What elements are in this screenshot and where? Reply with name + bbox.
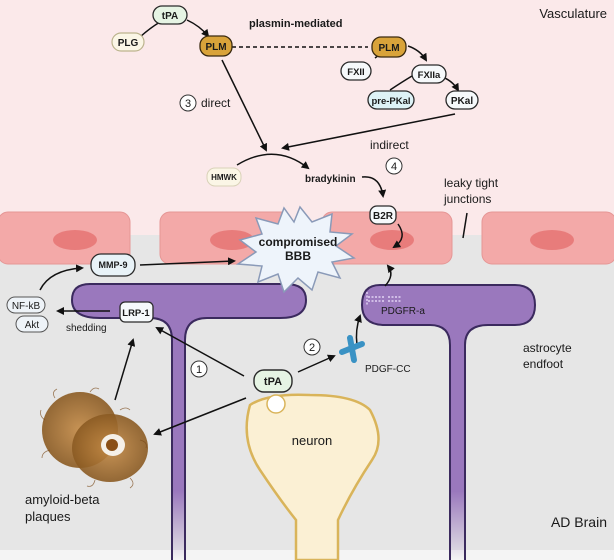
plasmin-mediated-title: plasmin-mediated <box>249 18 343 30</box>
neuron-body <box>245 393 380 560</box>
arrow-plaques-lrp1 <box>114 338 136 401</box>
ad-brain-label: AD Brain <box>551 514 607 530</box>
node-plg: PLG <box>111 32 145 52</box>
astrocyte-endfoot-label-line1: astrocyte <box>523 341 572 355</box>
arrow-pkal-indirect <box>281 113 456 151</box>
arrow-plm-direct <box>221 59 267 152</box>
indirect-label: indirect <box>370 138 409 152</box>
svg-text:PLG: PLG <box>118 38 139 49</box>
arrow-prepkal-fxiia <box>389 75 413 91</box>
svg-text:1: 1 <box>196 364 202 376</box>
step-4-badge: 4 <box>385 157 403 175</box>
svg-text:PLM: PLM <box>205 42 226 53</box>
shedding-label: shedding <box>66 323 107 334</box>
arrow-tpa-pdgfcc <box>297 354 336 373</box>
arrow-plm-fxiia <box>407 45 428 62</box>
node-tpa-brain: tPA <box>253 369 293 393</box>
leaky-junctions-label-line2: junctions <box>443 192 491 206</box>
arrow-pdgfr-bbb <box>384 264 395 287</box>
arrow-nfkb-mmp9 <box>39 264 84 291</box>
arrow-pdgfcc-pdgfr <box>354 314 362 346</box>
endothelial-nucleus <box>53 230 97 250</box>
node-mmp9: MMP-9 <box>90 253 136 277</box>
node-tpa-top: tPA <box>152 5 188 25</box>
compromised-bbb-label-line1: compromised <box>259 235 338 249</box>
pdgf-cc-icon <box>339 335 365 363</box>
pdgfr-a-label: PDGFR-a <box>381 306 425 317</box>
node-b2r: B2R <box>369 205 397 225</box>
step-1-badge: 1 <box>190 360 208 378</box>
endothelial-nucleus <box>210 230 254 250</box>
svg-text:tPA: tPA <box>264 376 282 388</box>
vasculature-label: Vasculature <box>539 6 607 21</box>
leaky-junction-pointer <box>462 212 468 239</box>
node-pkal: PKal <box>445 90 479 110</box>
node-lrp1: LRP-1 <box>119 301 154 323</box>
svg-text:LRP-1: LRP-1 <box>122 308 150 319</box>
endothelial-nucleus <box>370 230 414 250</box>
bradykinin-label: bradykinin <box>305 174 356 185</box>
svg-text:FXIIa: FXIIa <box>418 70 441 81</box>
node-pre-pkal: pre-PKal <box>367 90 415 110</box>
svg-text:NF-kB: NF-kB <box>12 301 41 312</box>
arrow-b2r-nucleus <box>392 223 403 249</box>
node-plm-right: PLM <box>371 36 407 58</box>
compromised-bbb-burst: compromised BBB <box>235 205 356 294</box>
step-2-badge: 2 <box>303 338 321 356</box>
svg-text:PLM: PLM <box>378 43 399 54</box>
arrow-hmwk-bradykinin <box>236 153 310 170</box>
node-akt: Akt <box>15 315 49 333</box>
svg-text:B2R: B2R <box>373 211 394 222</box>
amyloid-plaques-label-line1: amyloid-beta <box>25 492 100 507</box>
node-hmwk: HMWK <box>206 167 242 187</box>
pdgf-cc-label: PDGF-CC <box>365 364 411 375</box>
node-plm-left: PLM <box>199 35 233 57</box>
svg-text:3: 3 <box>185 98 191 110</box>
compromised-bbb-label-line2: BBB <box>285 249 311 263</box>
astrocyte-endfoot-label-line2: endfoot <box>523 357 564 371</box>
svg-text:MMP-9: MMP-9 <box>99 260 128 270</box>
svg-text:PKal: PKal <box>451 96 473 107</box>
node-nfkb: NF-kB <box>6 296 46 314</box>
svg-text:2: 2 <box>309 342 315 354</box>
leaky-junctions-label-line1: leaky tight <box>444 176 499 190</box>
direct-label: direct <box>201 96 231 110</box>
node-fxii: FXII <box>340 61 372 81</box>
pdgfr-a-receptor-icon <box>366 292 402 306</box>
neuron-label: neuron <box>292 433 332 448</box>
amyloid-beta-plaques-icon <box>40 387 148 489</box>
endothelial-layer <box>0 211 614 265</box>
svg-text:FXII: FXII <box>347 67 364 78</box>
svg-text:pre-PKal: pre-PKal <box>371 96 410 107</box>
amyloid-plaques-label-line2: plaques <box>25 509 71 524</box>
svg-text:4: 4 <box>391 161 397 173</box>
neuron-synapse <box>266 394 286 414</box>
astrocyte-endfoot-right <box>360 284 537 560</box>
arrow-bradykinin-b2r <box>361 176 387 198</box>
svg-text:HMWK: HMWK <box>211 173 237 182</box>
arrow-tpa-lrp1 <box>155 327 245 377</box>
arrow-tpa-plm <box>186 19 210 38</box>
svg-text:tPA: tPA <box>162 11 178 22</box>
vasculature-region <box>0 0 614 235</box>
node-fxiia: FXIIa <box>411 64 447 84</box>
arrow-tpa-plaques <box>153 397 247 436</box>
endothelial-nucleus <box>530 230 574 250</box>
arrow-mmp9-bbb <box>139 257 236 266</box>
svg-text:Akt: Akt <box>25 320 40 331</box>
step-3-badge: 3 <box>179 94 197 112</box>
